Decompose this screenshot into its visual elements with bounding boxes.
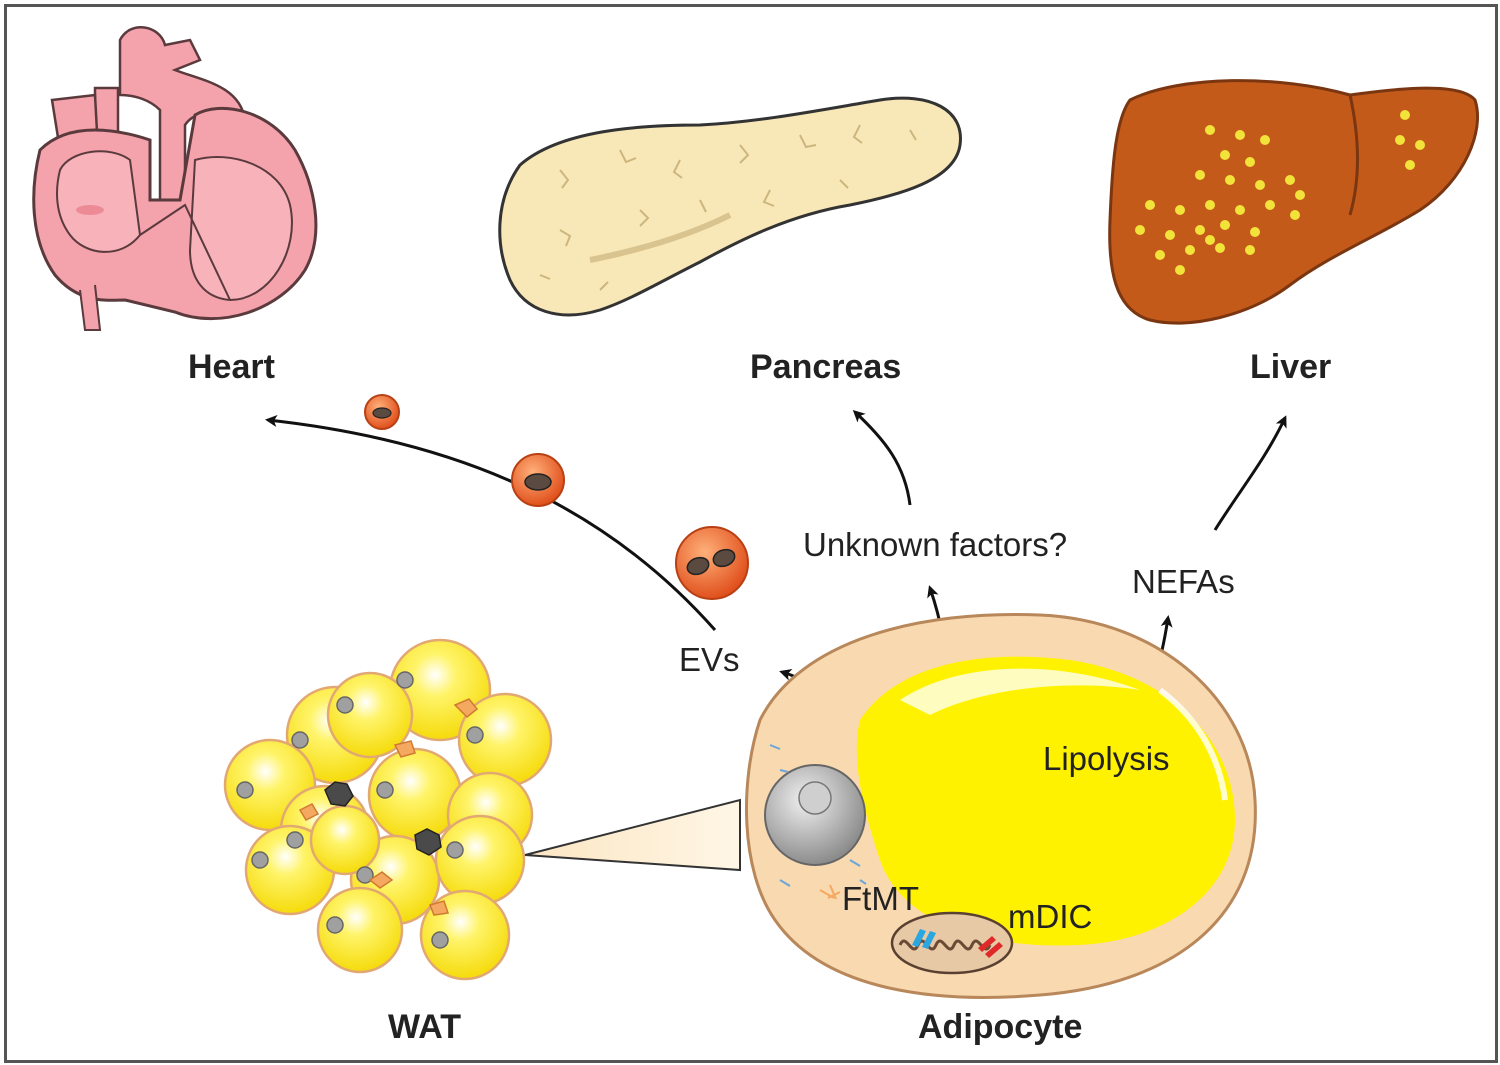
- extracellular-vesicles: [364, 394, 749, 600]
- label-liver: Liver: [1250, 348, 1332, 386]
- label-ftmt: FtMT: [842, 880, 919, 917]
- mitochondrion: [890, 911, 1014, 975]
- nucleus: [764, 764, 866, 866]
- label-pancreas: Pancreas: [750, 348, 902, 386]
- mdic-marker: [978, 936, 996, 952]
- liver-fat-spots: [1135, 110, 1425, 275]
- adipocyte-cell: [745, 613, 1257, 999]
- ev-large: [675, 526, 749, 600]
- er-strands: [769, 744, 867, 887]
- ev-small: [364, 394, 400, 430]
- wat-cluster: [223, 638, 553, 981]
- arrow-unknown-to-pancreas: [852, 409, 912, 506]
- label-mdic: mDIC: [1008, 898, 1093, 935]
- label-unknown-factors: Unknown factors?: [803, 526, 1068, 563]
- label-heart: Heart: [188, 348, 275, 386]
- cytoskeleton: [819, 884, 841, 900]
- pancreas-illustration: [498, 96, 962, 317]
- label-wat: WAT: [388, 1008, 462, 1046]
- label-nefas: NEFAs: [1132, 563, 1235, 600]
- ev-medium: [511, 453, 565, 507]
- zoom-cone: [524, 798, 741, 872]
- liver-illustration: [1108, 79, 1480, 325]
- arrow-evs-to-heart: [265, 415, 717, 631]
- heart-illustration: [32, 26, 318, 331]
- arrow-nefas-to-liver: [1213, 415, 1287, 531]
- label-evs: EVs: [679, 641, 740, 678]
- figure-border: [4, 4, 1498, 1063]
- ftmt-marker: [912, 929, 926, 947]
- label-lipolysis: Lipolysis: [1043, 740, 1170, 777]
- label-adipocyte: Adipocyte: [918, 1008, 1083, 1046]
